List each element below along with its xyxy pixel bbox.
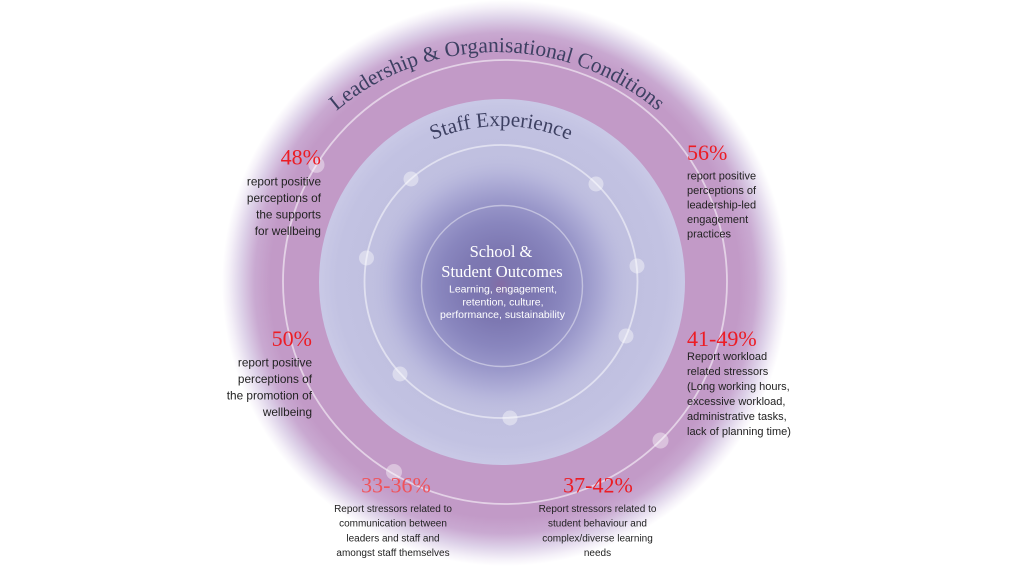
- orbit-dot: [629, 258, 645, 274]
- stat-value: 48%: [281, 145, 321, 170]
- stat-description-line: practices: [687, 229, 732, 241]
- stat-value: 33-36%: [361, 472, 431, 497]
- stat-description-line: (Long working hours,: [687, 381, 790, 393]
- stat-promotion-wellbeing: 50% report positive perceptions of the p…: [227, 326, 313, 419]
- core-subtitle-line: Learning, engagement,: [449, 284, 557, 296]
- core-subtitle-line: retention, culture,: [462, 296, 543, 308]
- stat-value: 56%: [687, 140, 727, 165]
- core-label: School & Student Outcomes Learning, enga…: [440, 242, 566, 321]
- stat-description-line: Report stressors related to: [539, 504, 657, 515]
- stat-workload-stressors: 41-49% Report workload related stressors…: [687, 326, 791, 438]
- core-glow: [369, 153, 633, 417]
- stat-description-line: perceptions of: [687, 185, 757, 197]
- orbit-dots: [308, 156, 669, 480]
- orbit-dot: [502, 410, 518, 426]
- stat-description: Report workload related stressors (Long …: [687, 351, 791, 438]
- middle-orbit-line: [363, 144, 639, 419]
- core-subtitle-line: performance, sustainability: [440, 309, 566, 321]
- stat-description-line: report positive: [247, 175, 322, 189]
- orbit-dot: [359, 250, 374, 266]
- stat-description-line: for wellbeing: [255, 224, 321, 238]
- stat-description-line: leaders and staff and: [346, 533, 439, 544]
- orbit-dot: [308, 156, 325, 173]
- orbit-dot: [392, 366, 408, 382]
- core-boundary-line: [420, 204, 584, 368]
- stat-description-line: communication between: [339, 519, 447, 530]
- orbit-dot: [403, 171, 419, 187]
- core-title-line: School &: [470, 242, 533, 261]
- stat-description-line: related stressors: [687, 366, 769, 378]
- stat-supports-wellbeing: 48% report positive perceptions of the s…: [247, 145, 322, 239]
- orbit-dot: [588, 176, 604, 192]
- stat-description: report positive perceptions of the promo…: [227, 356, 313, 420]
- orbit-dot: [618, 328, 634, 344]
- stat-description-line: the supports: [256, 208, 321, 222]
- orbit-dot: [386, 464, 402, 480]
- stat-communication-stressors: 33-36% Report stressors related to commu…: [334, 472, 452, 559]
- stat-description-line: administrative tasks,: [687, 411, 787, 423]
- stat-value: 41-49%: [687, 326, 757, 351]
- stat-description-line: student behaviour and: [548, 519, 647, 530]
- stat-description-line: report positive: [238, 356, 313, 370]
- stat-description-line: leadership-led: [687, 200, 756, 212]
- stat-description-line: Report workload: [687, 351, 767, 363]
- core-title-line: Student Outcomes: [441, 262, 562, 281]
- stat-description-line: lack of planning time): [687, 426, 791, 438]
- stat-description-line: perceptions of: [247, 191, 322, 205]
- stat-description: Report stressors related to communicatio…: [334, 504, 452, 559]
- stat-description-line: wellbeing: [262, 405, 312, 419]
- stat-description: report positive perceptions of leadershi…: [687, 171, 757, 241]
- stat-student-behaviour-stressors: 37-42% Report stressors related to stude…: [539, 472, 657, 559]
- stat-description-line: needs: [584, 548, 611, 559]
- stat-description: report positive perceptions of the suppo…: [247, 175, 322, 239]
- stat-description-line: amongst staff themselves: [336, 548, 449, 559]
- orbit-dot: [652, 432, 669, 449]
- outer-orbit-line: [282, 59, 728, 505]
- stat-description-line: perceptions of: [238, 372, 313, 386]
- stat-leadership-engagement: 56% report positive perceptions of leade…: [687, 140, 757, 241]
- stat-description: Report stressors related to student beha…: [539, 504, 657, 559]
- stat-description-line: engagement: [687, 214, 748, 226]
- stat-description-line: report positive: [687, 171, 756, 183]
- stat-description-line: excessive workload,: [687, 396, 785, 408]
- stat-value: 50%: [272, 326, 312, 351]
- stat-description-line: the promotion of: [227, 389, 313, 403]
- stat-value: 37-42%: [563, 472, 633, 497]
- stat-description-line: complex/diverse learning: [542, 533, 653, 544]
- stat-description-line: Report stressors related to: [334, 504, 452, 515]
